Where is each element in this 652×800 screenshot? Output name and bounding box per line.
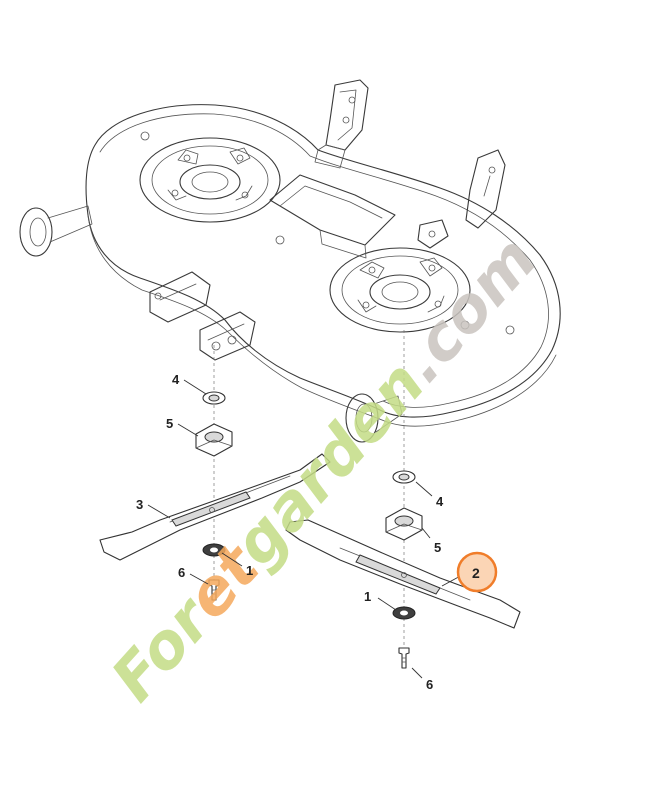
mower-deck	[19, 79, 561, 443]
callout-right-blade[interactable]: 2	[472, 565, 480, 581]
callout-left-blade: 3	[136, 497, 143, 512]
bolt-right	[398, 647, 410, 669]
callout-left-spring-washer: 1	[246, 563, 253, 578]
callout-left-bolt: 6	[178, 565, 185, 580]
callout-right-washer: 4	[436, 494, 444, 509]
right-blade-assembly	[285, 470, 521, 669]
blade-adapter-right	[385, 507, 423, 541]
blade-adapter-left	[195, 423, 233, 457]
blade-left	[99, 453, 331, 561]
washer-right	[392, 470, 416, 484]
watermark-text: Foretgarden.com	[97, 222, 551, 715]
callout-right-blade-adapter: 5	[434, 540, 441, 555]
callout-labels: 4 5 3 6 1 4 5 1 6 2	[136, 372, 498, 692]
assembly-axis-lines	[213, 330, 405, 665]
left-blade-assembly	[99, 391, 331, 601]
washer-left	[202, 391, 226, 405]
callout-right-spring-washer: 1	[364, 589, 371, 604]
watermark: Foretgarden.com	[97, 222, 551, 715]
spring-washer-right	[392, 606, 416, 620]
blade-right	[285, 519, 521, 629]
highlight-circle-blade-right[interactable]	[456, 551, 498, 593]
spring-washer-left	[202, 543, 226, 557]
callout-left-washer: 4	[172, 372, 180, 387]
callout-left-blade-adapter: 5	[166, 416, 173, 431]
bolt-left	[208, 579, 220, 601]
callout-right-bolt: 6	[426, 677, 433, 692]
